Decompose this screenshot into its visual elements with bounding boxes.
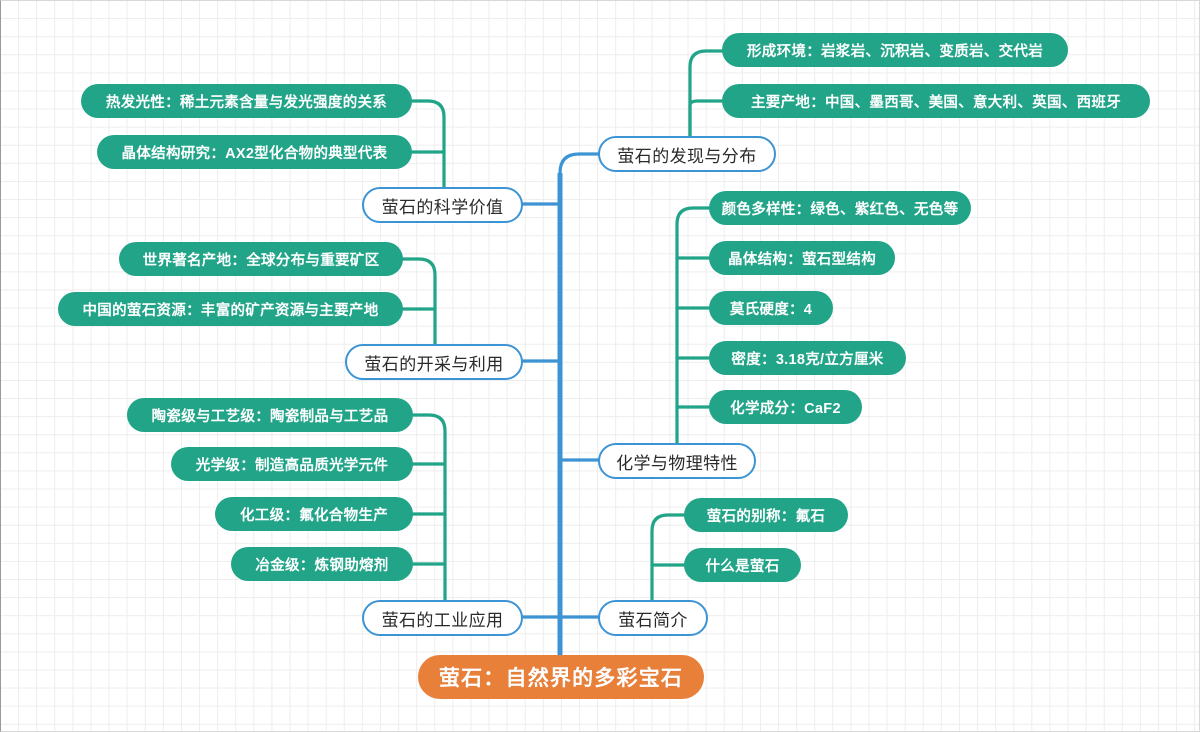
branch-node-discovery-label: 萤石的发现与分布 bbox=[617, 146, 757, 166]
branch-node-intro-label: 萤石简介 bbox=[618, 610, 688, 630]
leaf-node-science-0-label: 热发光性：稀土元素含量与发光强度的关系 bbox=[105, 94, 388, 111]
leaf-node-properties-1-label: 晶体结构：萤石型结构 bbox=[728, 251, 876, 268]
leaf-node-industry-1-label: 光学级：制造高品质光学元件 bbox=[195, 457, 389, 474]
branch-node-discovery[interactable]: 萤石的发现与分布 bbox=[598, 136, 776, 172]
leaf-node-properties-2-label: 莫氏硬度：4 bbox=[729, 301, 813, 318]
leaf-node-intro-1-label: 什么是萤石 bbox=[705, 558, 780, 575]
root-node[interactable]: 萤石：自然界的多彩宝石 bbox=[418, 655, 704, 699]
subtree-connector-science bbox=[410, 99, 446, 190]
branch-node-mining-label: 萤石的开采与利用 bbox=[364, 354, 504, 374]
leaf-node-properties-1[interactable]: 晶体结构：萤石型结构 bbox=[709, 241, 895, 275]
leaf-node-industry-0[interactable]: 陶瓷级与工艺级：陶瓷制品与工艺品 bbox=[127, 398, 413, 432]
leaf-node-industry-3[interactable]: 冶金级：炼钢助熔剂 bbox=[231, 547, 413, 581]
leaf-node-discovery-1-label: 主要产地：中国、墨西哥、美国、意大利、英国、西班牙 bbox=[751, 94, 1121, 111]
leaf-node-industry-0-label: 陶瓷级与工艺级：陶瓷制品与工艺品 bbox=[151, 408, 389, 425]
leaf-node-science-1-label: 晶体结构研究：AX2型化合物的典型代表 bbox=[121, 145, 388, 162]
leaf-node-properties-0[interactable]: 颜色多样性：绿色、紫红色、无色等 bbox=[709, 191, 971, 225]
leaf-node-properties-2[interactable]: 莫氏硬度：4 bbox=[709, 291, 833, 325]
branch-node-properties[interactable]: 化学与物理特性 bbox=[598, 443, 756, 479]
leaf-node-industry-1[interactable]: 光学级：制造高品质光学元件 bbox=[171, 447, 413, 481]
leaf-node-mining-0[interactable]: 世界著名产地：全球分布与重要矿区 bbox=[119, 242, 403, 276]
leaf-node-properties-4[interactable]: 化学成分：CaF2 bbox=[709, 390, 862, 424]
leaf-node-intro-1[interactable]: 什么是萤石 bbox=[684, 548, 801, 582]
leaf-node-intro-0[interactable]: 萤石的别称：氟石 bbox=[684, 498, 848, 532]
leaf-node-properties-4-label: 化学成分：CaF2 bbox=[730, 400, 841, 417]
leaf-node-mining-0-label: 世界著名产地：全球分布与重要矿区 bbox=[142, 252, 380, 269]
leaf-node-science-1[interactable]: 晶体结构研究：AX2型化合物的典型代表 bbox=[97, 135, 412, 169]
branch-node-science-label: 萤石的科学价值 bbox=[381, 197, 504, 217]
leaf-node-properties-0-label: 颜色多样性：绿色、紫红色、无色等 bbox=[721, 201, 959, 218]
leaf-node-industry-2[interactable]: 化工级：氟化合物生产 bbox=[215, 497, 413, 531]
subtree-connector-industry bbox=[411, 413, 447, 604]
leaf-node-discovery-0-label: 形成环境：岩浆岩、沉积岩、变质岩、交代岩 bbox=[747, 43, 1043, 60]
leaf-node-industry-2-label: 化工级：氟化合物生产 bbox=[240, 507, 388, 524]
leaf-node-intro-0-label: 萤石的别称：氟石 bbox=[706, 508, 826, 525]
branch-node-science[interactable]: 萤石的科学价值 bbox=[362, 187, 523, 223]
branch-node-industry-label: 萤石的工业应用 bbox=[381, 610, 504, 630]
leaf-node-discovery-1[interactable]: 主要产地：中国、墨西哥、美国、意大利、英国、西班牙 bbox=[722, 84, 1150, 118]
branch-connector-discovery bbox=[558, 152, 600, 175]
leaf-node-properties-3[interactable]: 密度：3.18克/立方厘米 bbox=[709, 341, 906, 375]
branch-node-mining[interactable]: 萤石的开采与利用 bbox=[345, 344, 523, 380]
leaf-node-properties-3-label: 密度：3.18克/立方厘米 bbox=[731, 351, 884, 368]
root-node-label: 萤石：自然界的多彩宝石 bbox=[438, 667, 684, 690]
leaf-node-science-0[interactable]: 热发光性：稀土元素含量与发光强度的关系 bbox=[81, 84, 412, 118]
leaf-node-mining-1-label: 中国的萤石资源：丰富的矿产资源与主要产地 bbox=[82, 302, 379, 319]
leaf-node-industry-3-label: 冶金级：炼钢助熔剂 bbox=[255, 557, 389, 574]
branch-node-industry[interactable]: 萤石的工业应用 bbox=[362, 600, 523, 636]
branch-node-intro[interactable]: 萤石简介 bbox=[598, 600, 708, 636]
branch-node-properties-label: 化学与物理特性 bbox=[616, 453, 738, 473]
subtree-connector-intro bbox=[650, 513, 686, 603]
leaf-node-mining-1[interactable]: 中国的萤石资源：丰富的矿产资源与主要产地 bbox=[58, 292, 403, 326]
leaf-node-discovery-0[interactable]: 形成环境：岩浆岩、沉积岩、变质岩、交代岩 bbox=[722, 33, 1068, 67]
subtree-connector-mining bbox=[401, 257, 437, 348]
subtree-connector-properties bbox=[675, 206, 711, 446]
